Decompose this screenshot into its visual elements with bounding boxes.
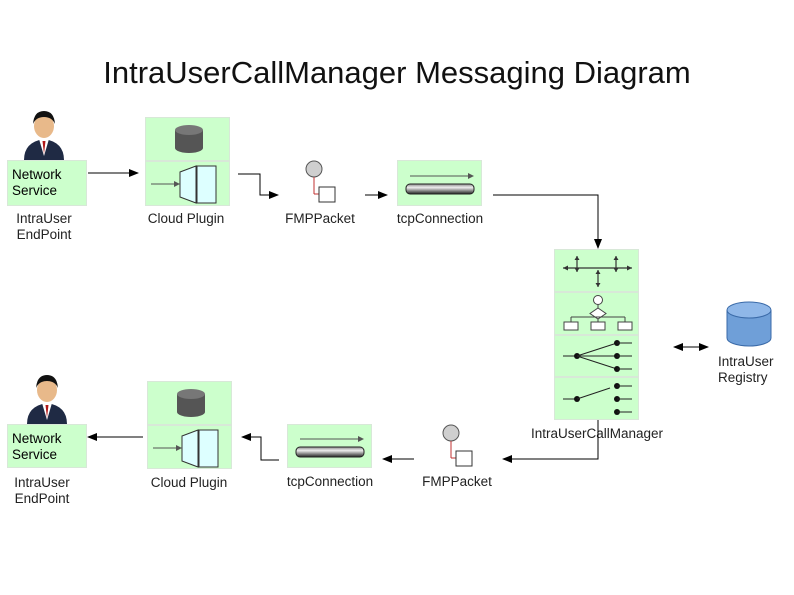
network-service-box-bottom: Network Service xyxy=(7,424,87,468)
connector-arrow xyxy=(493,194,602,249)
database-icon xyxy=(177,389,205,417)
endpoint-label-top: IntraUser EndPoint xyxy=(16,211,72,242)
registry-label: IntraUser Registry xyxy=(718,354,774,385)
user-icon xyxy=(24,111,64,160)
database-icon xyxy=(726,301,772,347)
connector-arrow xyxy=(241,433,279,461)
switch-icon xyxy=(563,340,632,372)
manager-router-box xyxy=(554,249,639,292)
plugin-door-icon xyxy=(153,429,219,468)
connector-arrow xyxy=(238,173,279,199)
diagram-title: IntraUserCallManager Messaging Diagram xyxy=(103,55,691,90)
plugin-db-box-bottom xyxy=(147,381,232,425)
plugin-db-box-top xyxy=(145,117,230,161)
endpoint-label-bottom: IntraUser EndPoint xyxy=(14,475,70,506)
database-icon xyxy=(175,125,203,153)
pipe-icon xyxy=(295,436,365,458)
tcp-box-bottom xyxy=(287,424,372,468)
manager-fanout-box xyxy=(554,335,639,377)
tcp-connection-label-top: tcpConnection xyxy=(396,211,484,226)
tcp-box-top xyxy=(397,160,482,206)
router-icon xyxy=(563,256,632,287)
manager-label: IntraUserCallManager xyxy=(530,426,664,441)
plugin-door-box-top xyxy=(145,161,230,206)
plugin-door-icon xyxy=(151,165,217,204)
tcp-connection-label-bottom: tcpConnection xyxy=(286,474,374,489)
cloud-plugin-label-top: Cloud Plugin xyxy=(147,211,225,226)
fmp-packet-label-top: FMPPacket xyxy=(285,211,355,226)
network-service-label: Network Service xyxy=(12,167,62,198)
user-icon xyxy=(27,375,67,424)
connector-arrow xyxy=(502,420,599,463)
manager-flowchart-box xyxy=(554,292,639,335)
flowchart-icon xyxy=(563,295,633,331)
packet-icon xyxy=(305,160,336,203)
switch-icon xyxy=(563,383,632,415)
network-service-box-top: Network Service xyxy=(7,160,87,206)
packet-icon xyxy=(442,424,473,467)
network-service-label: Network Service xyxy=(12,431,62,462)
pipe-icon xyxy=(405,173,475,195)
plugin-door-box-bottom xyxy=(147,425,232,469)
fmp-packet-label-bottom: FMPPacket xyxy=(422,474,492,489)
cloud-plugin-label-bottom: Cloud Plugin xyxy=(150,475,228,490)
manager-switch-box xyxy=(554,377,639,420)
